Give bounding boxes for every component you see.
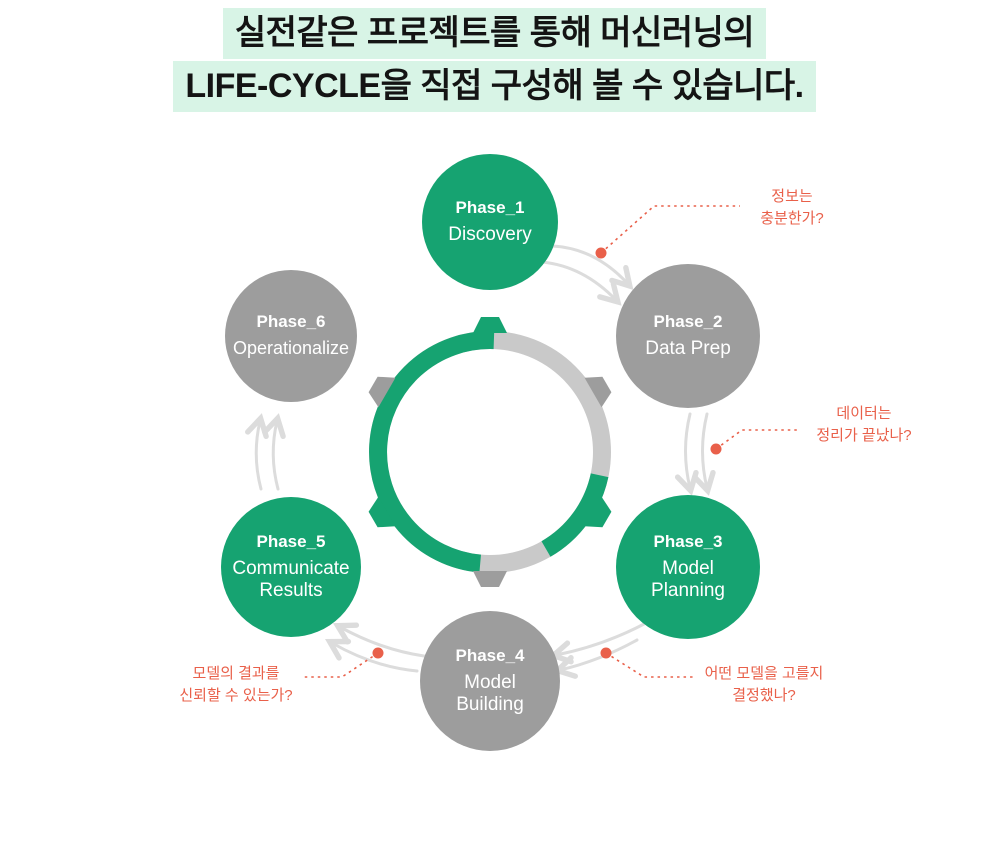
phase-3-name-line-2: Planning — [651, 580, 725, 601]
phase-4-node: Phase_4 Model Building — [420, 611, 560, 751]
phase-3-label: Phase_3 — [653, 531, 723, 551]
annotation-3-line-2: 결정했나? — [732, 686, 796, 704]
notch-phase-1 — [473, 317, 507, 333]
phase-1-name: Discovery — [448, 223, 532, 245]
phase-6-label: Phase_6 — [256, 312, 326, 332]
phase-5-label: Phase_5 — [256, 531, 326, 551]
phase-6-name: Operationalize — [232, 338, 350, 359]
connector-3-4-a — [548, 622, 646, 665]
phase-1-label: Phase_1 — [455, 197, 525, 217]
leader-line-3 — [605, 652, 694, 678]
connector-4-5-b — [325, 638, 419, 673]
annotation-1-line-1: 정보는 — [771, 188, 813, 205]
connector-5-6-a — [245, 413, 269, 491]
title-line-1: 실전같은 프로젝트를 통해 머신러닝의 — [222, 8, 767, 59]
phase-connectors — [245, 244, 716, 679]
notch-phase-3 — [584, 496, 612, 528]
leader-dot-1 — [595, 247, 607, 259]
connector-2-3-a — [674, 412, 699, 496]
phase-4-label: Phase_4 — [455, 645, 525, 665]
annotation-leaders — [304, 205, 800, 678]
phase-5-node: Phase_5 Communicate Results — [221, 497, 361, 637]
phase-2-label: Phase_2 — [653, 311, 723, 331]
leader-line-4 — [304, 652, 379, 678]
annotation-info-sufficient: 정보는 충분한가? — [742, 186, 842, 230]
notch-phase-4 — [473, 571, 507, 587]
annotation-1-line-2: 충분한가? — [760, 209, 824, 227]
annotation-results-trusted: 모델의 결과를 신뢰할 수 있는가? — [170, 663, 302, 707]
page-title: 실전같은 프로젝트를 통해 머신러닝의 LIFE-CYCLE을 직접 구성해 볼… — [0, 6, 989, 114]
connector-1-2-b — [540, 260, 622, 306]
notch-phase-6 — [368, 376, 396, 408]
annotation-4-line-2: 신뢰할 수 있는가? — [179, 686, 293, 704]
annotation-3-line-1: 어떤 모델을 고를지 — [704, 665, 824, 682]
leader-dot-3 — [600, 647, 612, 659]
connector-4-5-a — [332, 622, 426, 658]
phase-2-name: Data Prep — [645, 337, 731, 359]
phase-4-name-line-1: Model — [464, 671, 516, 693]
phase-1-node: Phase_1 Discovery — [422, 154, 558, 290]
notch-phase-2 — [584, 376, 612, 408]
title-row-1: 실전같은 프로젝트를 통해 머신러닝의 — [0, 8, 989, 59]
leader-line-2 — [715, 429, 800, 450]
phase-5-name-line-2: Results — [259, 580, 323, 601]
leader-dot-4 — [372, 647, 384, 659]
notch-phase-5 — [368, 496, 396, 528]
phase-2-node: Phase_2 Data Prep — [616, 264, 760, 408]
connector-3-4-b — [552, 638, 639, 679]
title-line-2: LIFE-CYCLE을 직접 구성해 볼 수 있습니다. — [173, 60, 816, 112]
phase-5-name-line-1: Communicate — [232, 557, 350, 579]
ring-notches — [368, 317, 612, 587]
phase-3-node: Phase_3 Model Planning — [616, 495, 760, 639]
connector-2-3-b — [691, 412, 716, 496]
phase-3-name-line-1: Model — [662, 557, 714, 579]
annotation-model-chosen: 어떤 모델을 고를지 결정했나? — [698, 663, 830, 707]
leader-line-1 — [600, 205, 740, 254]
annotation-2-line-1: 데이터는 — [836, 405, 892, 422]
annotation-2-line-2: 정리가 끝났나? — [816, 426, 912, 444]
annotation-4-line-1: 모델의 결과를 — [192, 665, 280, 682]
ring-green-arc-lower-right — [541, 473, 609, 557]
phase-6-node: Phase_6 Operationalize — [225, 270, 357, 402]
ring-green-arc-left — [369, 331, 495, 573]
annotation-data-cleaned: 데이터는 정리가 끝났나? — [805, 403, 923, 447]
connector-1-2-a — [550, 244, 634, 290]
connector-5-6-b — [262, 413, 286, 491]
leader-dot-2 — [710, 443, 722, 455]
title-row-2: LIFE-CYCLE을 직접 구성해 볼 수 있습니다. — [0, 60, 989, 112]
cycle-ring — [369, 331, 611, 573]
annotation-dots — [372, 247, 722, 659]
phase-4-name-line-2: Building — [456, 694, 524, 715]
